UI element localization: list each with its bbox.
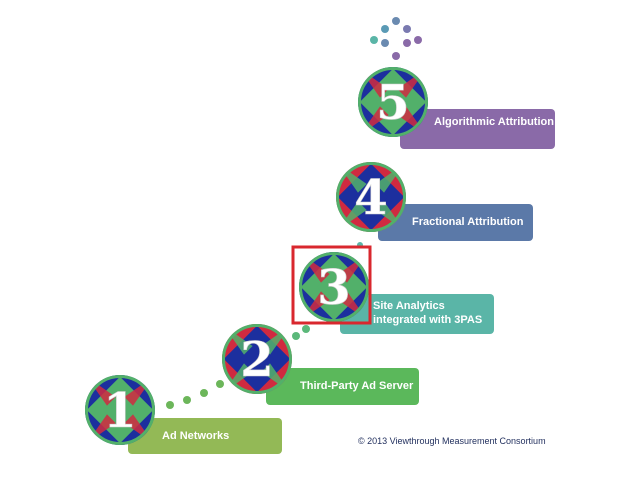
step-4-badge: 4	[336, 162, 406, 232]
step-1-badge: 1	[85, 375, 155, 445]
connector-dot	[216, 380, 224, 388]
step-2-number: 2	[240, 332, 273, 388]
connector-dot	[381, 39, 389, 47]
step-5-badge: 5	[358, 67, 428, 137]
connector-dot	[183, 396, 191, 404]
step-4-number: 4	[354, 170, 387, 226]
connector-dot	[200, 389, 208, 397]
connector-dot	[414, 36, 422, 44]
connector-dot	[292, 332, 300, 340]
copyright-notice: © 2013 Viewthrough Measurement Consortiu…	[358, 436, 546, 446]
highlight-box	[291, 245, 372, 325]
connector-dot	[302, 325, 310, 333]
connector-dot	[370, 36, 378, 44]
connector-dot	[392, 17, 400, 25]
step-1-label: Ad Networks	[128, 418, 282, 454]
step-3-number: 3	[317, 260, 350, 316]
step-5-number: 5	[376, 75, 409, 131]
connector-dot	[166, 401, 174, 409]
connector-dot	[403, 25, 411, 33]
step-3-badge: 3	[291, 245, 372, 325]
connector-dot	[392, 52, 400, 60]
connector-dot	[403, 39, 411, 47]
connector-dot	[381, 25, 389, 33]
step-4-label: Fractional Attribution	[378, 204, 533, 241]
step-1-number: 1	[103, 383, 136, 439]
step-2-label: Third-Party Ad Server	[266, 368, 419, 405]
step-2-badge: 2	[222, 324, 292, 394]
step-5-label: Algorithmic Attribution	[400, 109, 555, 149]
